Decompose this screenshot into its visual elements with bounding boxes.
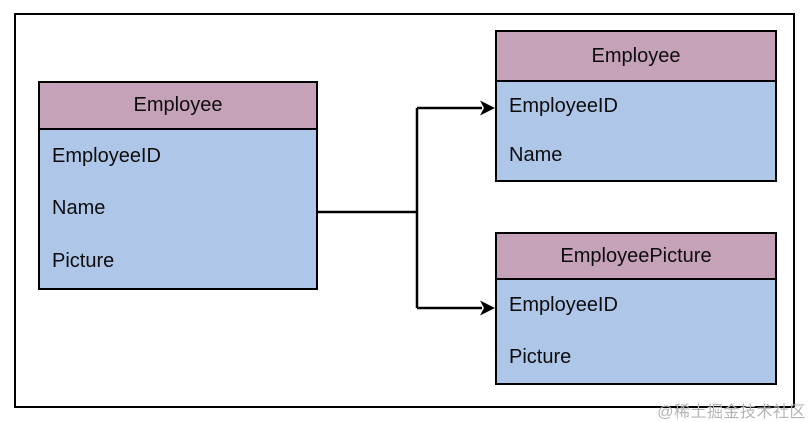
table-row: EmployeeID — [509, 95, 618, 117]
table-row: EmployeeID — [52, 144, 161, 167]
table-employee-decomposed: Employee EmployeeID Name — [495, 30, 777, 182]
diagram-outer-border — [14, 13, 795, 408]
table-employee-decomposed-title: Employee — [497, 32, 775, 82]
table-employee-source-title: Employee — [40, 83, 316, 130]
table-employeepicture-title: EmployeePicture — [497, 234, 775, 280]
table-row: Name — [52, 197, 106, 220]
table-employee-decomposed-body: EmployeeID Name — [497, 82, 775, 180]
table-row: Picture — [52, 249, 115, 272]
table-employee-source-body: EmployeeID Name Picture — [40, 130, 316, 288]
table-row: EmployeeID — [509, 294, 618, 317]
table-employee-source: Employee EmployeeID Name Picture — [38, 81, 318, 290]
watermark-text: @稀土掘金技术社区 — [657, 404, 806, 421]
table-row: Name — [509, 144, 563, 166]
table-employeepicture-body: EmployeeID Picture — [497, 280, 775, 383]
table-row: Picture — [509, 345, 572, 368]
table-employeepicture: EmployeePicture EmployeeID Picture — [495, 232, 777, 385]
